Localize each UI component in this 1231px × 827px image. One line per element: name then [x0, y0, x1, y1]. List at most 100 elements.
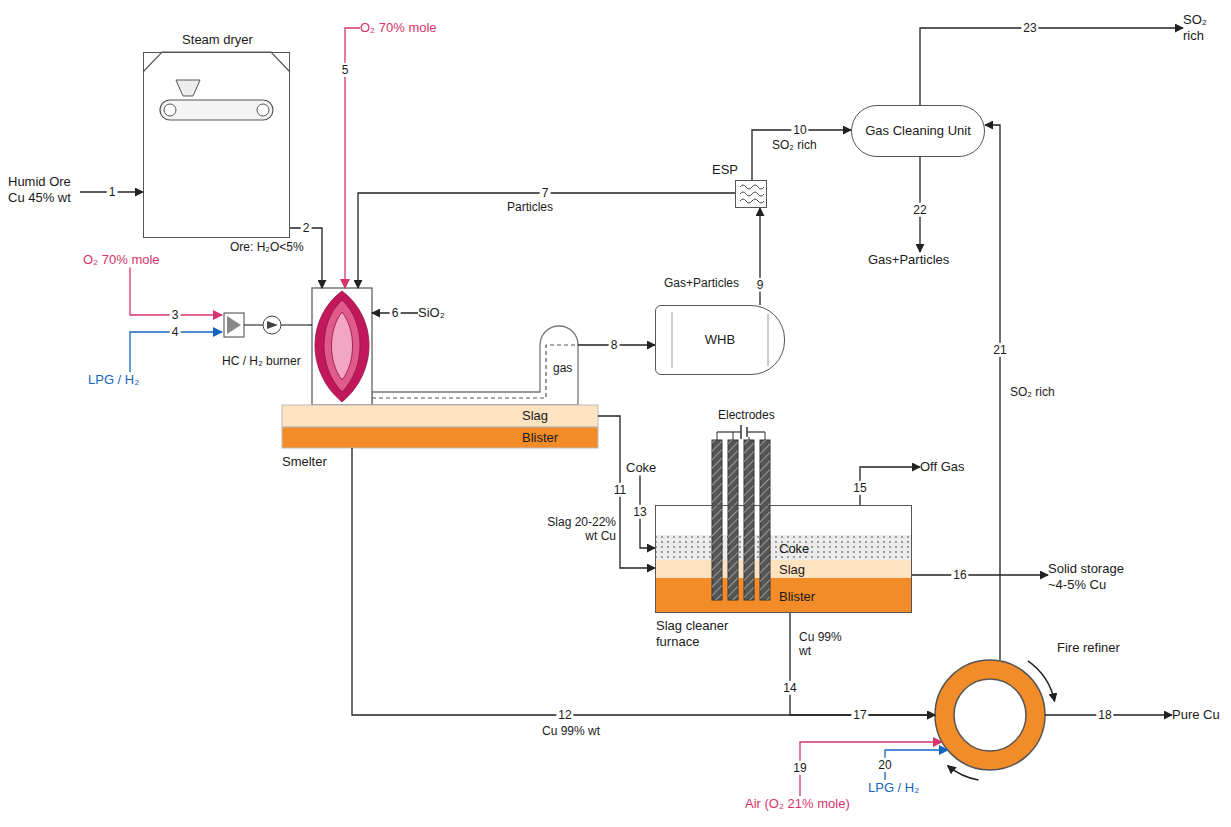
- burner-symbol: [244, 324, 263, 325]
- electrodes: [712, 440, 722, 600]
- steam-dryer-drawing: [143, 52, 290, 120]
- electrodes: [744, 440, 754, 600]
- stream-number: 20: [876, 758, 893, 772]
- stream-number: 8: [609, 338, 620, 352]
- smelter-drawing: [372, 345, 578, 398]
- slag-cleaner-drawing: [655, 578, 912, 613]
- stream-line: [885, 750, 948, 780]
- stream-line: [920, 28, 1183, 105]
- smelter-drawing: [324, 300, 360, 392]
- part-name: Electrodes: [716, 408, 777, 422]
- fire-refiner-drawing: [935, 660, 1045, 770]
- smelter-drawing: [282, 427, 598, 448]
- node-text: O₂ 70% mole: [83, 252, 160, 268]
- electrodes: [740, 425, 742, 439]
- smelter-drawing: [315, 291, 369, 402]
- node-text: Blister: [522, 430, 558, 446]
- node-text: Slag: [779, 562, 805, 578]
- burner-symbol: [227, 316, 241, 334]
- electrodes: [746, 427, 748, 437]
- smelter-drawing: [282, 288, 598, 448]
- product-stream: Solid storage ~4-5% Cu: [1048, 561, 1140, 592]
- stream-note: SO₂ rich: [1008, 385, 1057, 399]
- stream-note: Cu 99% wt: [540, 724, 602, 738]
- node-text: Blister: [779, 589, 815, 605]
- node-text: Gas+Particles: [868, 252, 949, 268]
- steam-dryer-drawing: [160, 100, 273, 120]
- precipitator-waves: [740, 185, 764, 203]
- slag-layer: Slag: [656, 561, 913, 579]
- node-text: LPG / H₂: [868, 780, 919, 796]
- precipitator-waves: [740, 192, 764, 196]
- stream-number: 22: [911, 203, 928, 217]
- node-text: HC / H₂ burner: [222, 354, 301, 368]
- process-unit: Steam dryer: [143, 52, 290, 238]
- burner-symbol: [224, 313, 244, 337]
- stream-note: Slag 20-22% wt Cu: [530, 515, 618, 544]
- node-text: Fire refiner: [1057, 640, 1120, 656]
- stream-number: 14: [781, 681, 798, 695]
- feed-stream: LPG / H₂: [88, 372, 139, 388]
- steam-dryer-drawing: [143, 52, 290, 72]
- stream-line: [985, 125, 1000, 660]
- feed-stream: Humid Ore Cu 45% wt: [8, 174, 80, 205]
- precipitator: ESP: [735, 180, 767, 208]
- electrodes: [728, 440, 738, 600]
- stream-number: 4: [170, 325, 181, 339]
- waste-heat-boiler: WHB: [655, 305, 785, 375]
- node-text: Off Gas: [920, 459, 965, 475]
- steam-dryer-drawing: [257, 104, 269, 116]
- node-text: Coke: [779, 541, 809, 557]
- node-text: O₂ 70% mole: [360, 20, 437, 36]
- stream-number: 10: [791, 123, 808, 137]
- blister-layer: Blister: [656, 579, 913, 614]
- stream-line: [308, 324, 312, 325]
- smelter-drawing: [372, 326, 578, 405]
- stream-line: [860, 467, 920, 505]
- smelter-drawing: [282, 405, 598, 427]
- precipitator-waves: [740, 199, 764, 203]
- electrodes: [733, 432, 734, 440]
- node-text: Smelter: [282, 454, 327, 470]
- stream-number: 23: [1021, 21, 1038, 35]
- node-text: Coke: [626, 460, 656, 476]
- node-text: LPG / H₂: [88, 372, 139, 388]
- stream-note: gas: [551, 361, 574, 375]
- stream-group: [80, 28, 1183, 796]
- steam-dryer-drawing: [176, 80, 200, 96]
- feed-stream: O₂ 70% mole: [360, 20, 437, 36]
- slag-cleaner-drawing: [655, 535, 912, 613]
- precipitator-waves: [740, 185, 764, 189]
- stream-number: 11: [612, 483, 628, 497]
- slag-cleaner-drawing: [655, 560, 912, 578]
- product-stream: Off Gas: [920, 459, 965, 475]
- electrodes: [765, 432, 766, 440]
- blister-layer: Blister: [282, 427, 598, 448]
- node-text: Slag cleaner furnace: [656, 618, 766, 649]
- stream-number: 9: [755, 278, 766, 292]
- fire-refiner-drawing: [948, 766, 979, 780]
- node-text: Gas Cleaning Unit: [865, 123, 971, 139]
- stream-number: 1: [107, 185, 118, 199]
- stream-note: Gas+Particles: [662, 276, 741, 290]
- node-text: Solid storage ~4-5% Cu: [1048, 561, 1140, 592]
- stream-number: 21: [991, 343, 1008, 357]
- stream-number: 18: [1096, 708, 1113, 722]
- stream-number: 3: [170, 308, 181, 322]
- stream-line: [790, 613, 935, 715]
- fire-refiner-drawing: [935, 660, 1055, 780]
- node-text: SO₂ rich: [1183, 12, 1219, 43]
- slag-cleaner-drawing: [655, 535, 912, 560]
- burner-symbol: [224, 313, 308, 337]
- burner: HC / H₂ burner: [222, 302, 308, 374]
- burner-symbol: [263, 316, 281, 334]
- stream-line: [752, 130, 851, 180]
- feed-stream: LPG / H₂: [868, 780, 919, 796]
- fire-refiner: Fire refiner: [935, 660, 1045, 770]
- slag-cleaner-furnace: Slag cleaner furnaceCokeSlagBlister: [655, 505, 912, 613]
- product-stream: Gas+Particles: [868, 252, 949, 268]
- stream-number: 13: [631, 505, 648, 519]
